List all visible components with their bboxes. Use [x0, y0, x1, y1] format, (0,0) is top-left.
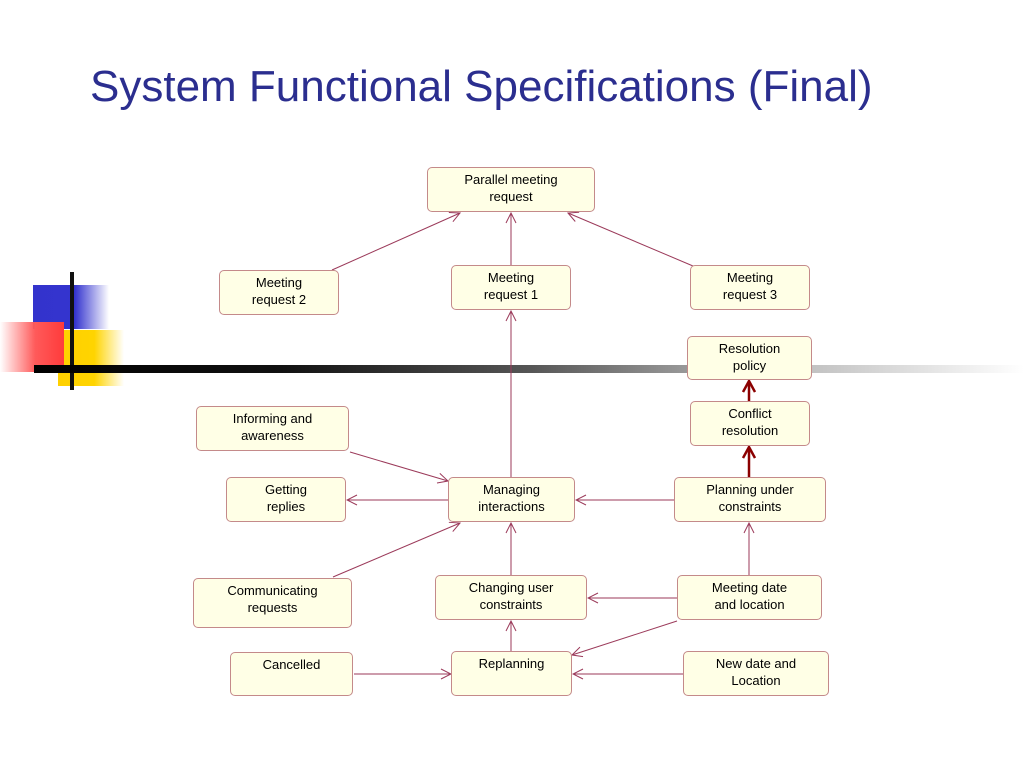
node-label: Meeting request 2: [251, 275, 307, 307]
node-label: Meeting request 3: [722, 270, 778, 302]
node-label: Managing interactions: [478, 482, 545, 514]
edge-req2-to-parallel: [331, 213, 460, 271]
decorative-horizontal-line: [34, 365, 1024, 373]
node-label: Meeting request 1: [483, 270, 539, 302]
edge-informing-to-managing: [349, 451, 448, 481]
node-meeting-request-1: Meeting request 1: [451, 265, 571, 310]
decorative-yellow-square: [58, 330, 124, 386]
node-label: Changing user constraints: [468, 580, 554, 612]
decorative-vertical-line: [70, 272, 74, 390]
node-new-date-and-location: New date and Location: [683, 651, 829, 696]
decorative-red-square: [0, 322, 64, 372]
node-label: Getting replies: [265, 482, 307, 514]
edge-communicating-to-managing: [332, 523, 460, 578]
edge-req3-to-parallel: [568, 213, 694, 267]
node-replanning: Replanning: [451, 651, 572, 696]
node-label: Parallel meeting request: [464, 172, 558, 204]
node-resolution-policy: Resolution policy: [687, 336, 812, 380]
node-meeting-request-2: Meeting request 2: [219, 270, 339, 315]
node-label: Cancelled: [262, 657, 321, 672]
node-cancelled: Cancelled: [230, 652, 353, 696]
node-label: New date and Location: [715, 656, 797, 688]
node-label: Resolution policy: [718, 341, 781, 373]
node-label: Communicating requests: [227, 583, 318, 615]
node-conflict-resolution: Conflict resolution: [690, 401, 810, 446]
node-communicating-requests: Communicating requests: [193, 578, 352, 628]
node-planning-under-constraints: Planning under constraints: [674, 477, 826, 522]
node-managing-interactions: Managing interactions: [448, 477, 575, 522]
node-label: Planning under constraints: [706, 482, 794, 514]
node-meeting-request-3: Meeting request 3: [690, 265, 810, 310]
node-label: Replanning: [478, 656, 545, 671]
node-informing-and-awareness: Informing and awareness: [196, 406, 349, 451]
node-label: Meeting date and location: [711, 580, 788, 612]
node-label: Informing and awareness: [232, 411, 313, 443]
node-label: Conflict resolution: [721, 406, 779, 438]
edge-datelocation-to-replanning: [572, 620, 678, 655]
node-changing-user-constraints: Changing user constraints: [435, 575, 587, 620]
node-getting-replies: Getting replies: [226, 477, 346, 522]
slide-title: System Functional Specifications (Final): [90, 62, 873, 111]
node-meeting-date-and-location: Meeting date and location: [677, 575, 822, 620]
node-parallel-meeting-request: Parallel meeting request: [427, 167, 595, 212]
